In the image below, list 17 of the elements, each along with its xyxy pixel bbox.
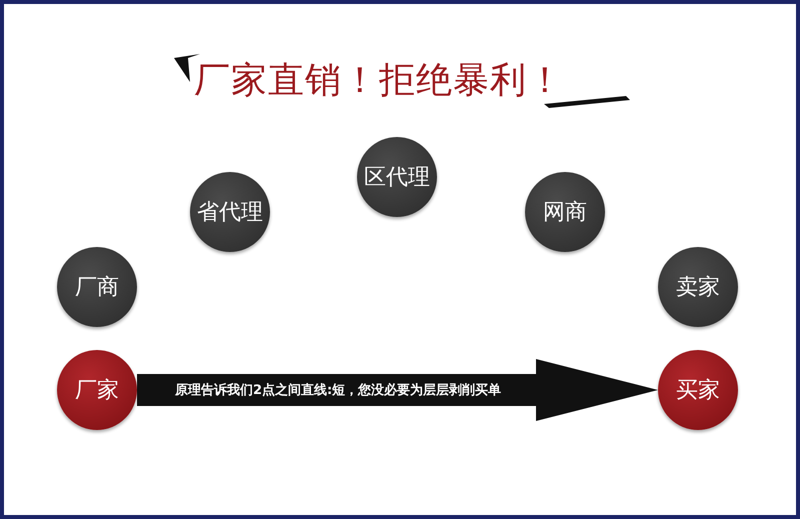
circle-node [525,172,605,252]
node-label: 网商 [543,199,587,227]
circle-node [57,247,137,327]
circle-node [57,350,137,430]
circle-node [658,247,738,327]
circle-node [190,172,270,252]
arrow [137,359,658,421]
node-label: 厂商 [75,274,119,302]
circle-node [658,350,738,430]
circle-node [357,137,437,217]
node-label: 省代理 [197,199,263,227]
title: 厂家直销！拒绝暴利！ [194,59,564,103]
node-label: 买家 [676,377,720,405]
edge-label: 原理告诉我们2点之间直线:短，您没必要为层层剥削买单 [175,381,502,399]
node-label: 卖家 [676,274,720,302]
node-label: 区代理 [364,164,430,192]
node-label: 厂家 [75,377,119,405]
